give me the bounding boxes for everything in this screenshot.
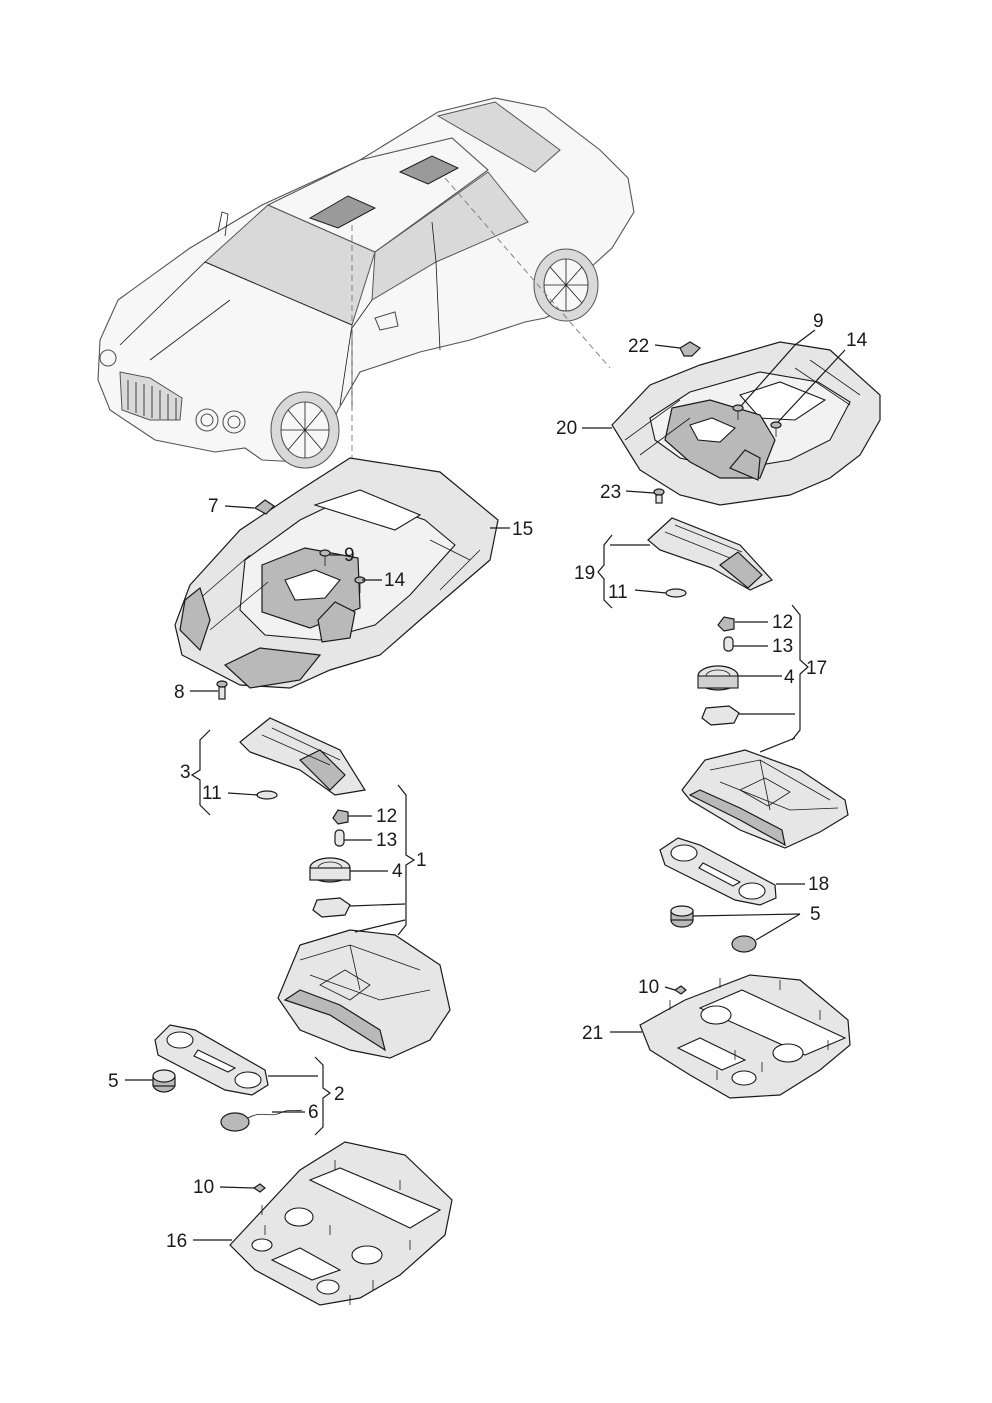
bracket-19 (647, 517, 773, 591)
clip-22 (679, 341, 701, 357)
bulb-13-right (723, 636, 734, 652)
braces (190, 534, 809, 1136)
roof-console-frame-left (174, 457, 499, 689)
trim-bezel-left (154, 1024, 269, 1096)
callout-5-left: 5 (108, 1071, 119, 1092)
callout-9-right: 9 (813, 311, 824, 332)
cover-16 (229, 1141, 453, 1306)
seal-right (701, 705, 740, 726)
bulb-11-left (256, 790, 278, 800)
callout-20: 20 (556, 418, 577, 439)
callout-14-right: 14 (846, 330, 868, 351)
callout-14-left: 14 (384, 570, 406, 591)
callout-22: 22 (628, 336, 649, 357)
callout-6: 6 (308, 1102, 319, 1123)
callout-21: 21 (582, 1023, 603, 1044)
lens-4-left (309, 857, 351, 883)
callouts: 7 9 14 15 8 3 11 12 13 4 1 2 5 6 10 16 2… (108, 311, 868, 1252)
button-5-left (152, 1069, 176, 1093)
screw-14-right (770, 421, 782, 437)
callout-11-right: 11 (608, 582, 628, 603)
callout-2: 2 (334, 1084, 345, 1105)
clip-10-left (252, 1183, 266, 1193)
callout-16: 16 (166, 1231, 187, 1252)
roof-module-left (277, 929, 451, 1059)
bracket-3-left (239, 717, 366, 796)
callout-3: 3 (180, 762, 191, 783)
screw-9-right (732, 404, 744, 420)
callout-17: 17 (806, 658, 827, 679)
clip-7 (253, 499, 275, 515)
callout-9-left: 9 (344, 545, 355, 566)
callout-10-left: 10 (193, 1177, 214, 1198)
trim-bezel-18 (659, 837, 777, 906)
screw-8 (216, 680, 228, 700)
screw-23 (653, 488, 665, 504)
callout-12-left: 12 (376, 806, 397, 827)
seal-left (312, 897, 351, 918)
callout-1: 1 (416, 850, 427, 871)
callout-13-right: 13 (772, 636, 793, 657)
callout-23: 23 (600, 482, 621, 503)
callout-11-left: 11 (202, 783, 222, 804)
lens-4-right (697, 665, 739, 691)
roof-console-frame-right (611, 341, 881, 506)
callout-4-right: 4 (784, 667, 795, 688)
callout-10-right: 10 (638, 977, 659, 998)
cover-21 (639, 974, 851, 1099)
bulb-11-right (665, 588, 687, 598)
callout-12-right: 12 (772, 612, 793, 633)
leader-lines (125, 329, 846, 1241)
lamp-12-left (332, 809, 349, 825)
callout-4-left: 4 (392, 861, 403, 882)
clip-10-right (673, 985, 687, 995)
callout-19: 19 (574, 563, 595, 584)
roof-module-right (681, 749, 849, 849)
lamp-12-right (717, 616, 735, 632)
sensor-6 (220, 1109, 303, 1132)
callout-8: 8 (174, 682, 185, 703)
callout-5-right: 5 (810, 904, 821, 925)
callout-7: 7 (208, 496, 219, 517)
button-5-right-b (731, 935, 757, 953)
button-5-right-a (670, 905, 694, 928)
screw-9-left (319, 549, 331, 566)
callout-13-left: 13 (376, 830, 397, 851)
bulb-13-left (334, 829, 345, 847)
callout-18: 18 (808, 874, 829, 895)
callout-15: 15 (512, 519, 533, 540)
car-illustration (97, 97, 635, 469)
